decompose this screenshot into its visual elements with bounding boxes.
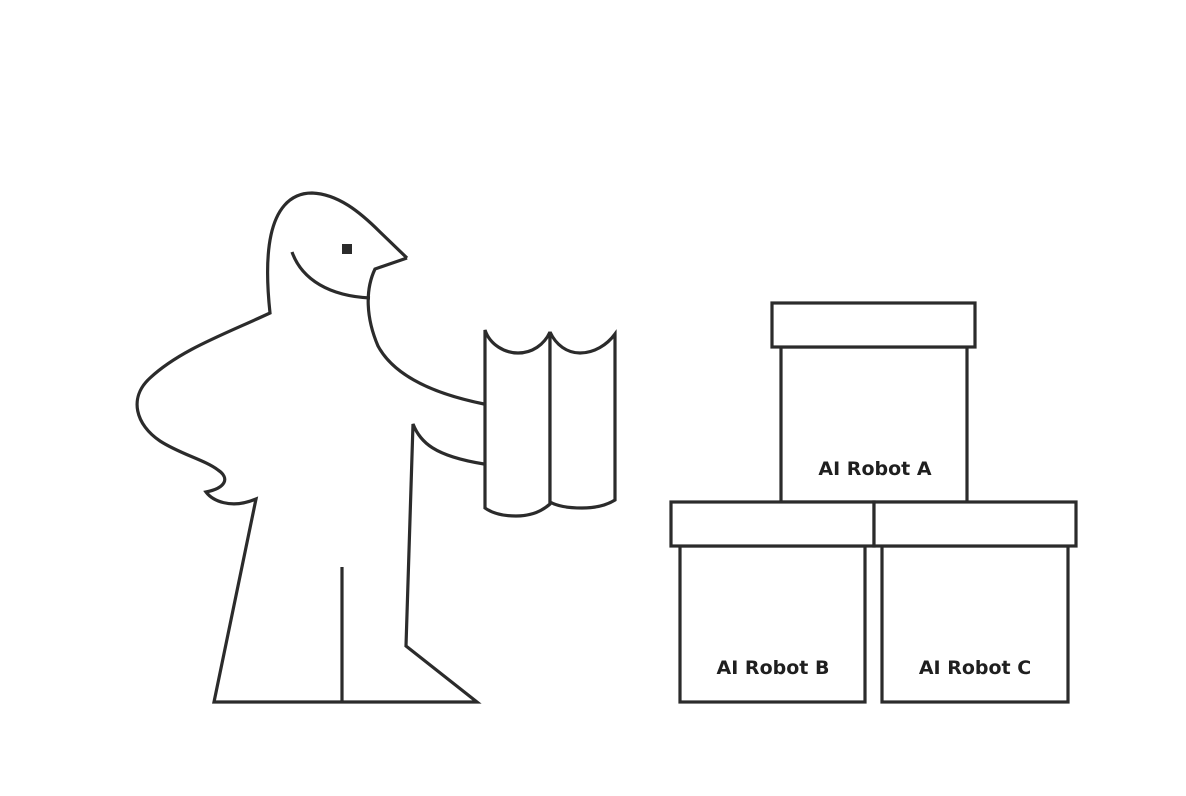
booklet-left-panel bbox=[483, 329, 552, 518]
instruction-booklet bbox=[483, 329, 617, 518]
box-c-label: AI Robot C bbox=[919, 657, 1031, 679]
box-b-lid bbox=[669, 500, 876, 548]
box-a-lid bbox=[770, 301, 977, 349]
booklet-right-panel bbox=[548, 329, 617, 510]
box-b-label: AI Robot B bbox=[717, 657, 830, 679]
box-ai-robot-b: AI Robot B bbox=[669, 500, 876, 704]
box-a-label: AI Robot A bbox=[818, 458, 931, 480]
person-outline-left bbox=[135, 191, 485, 704]
box-ai-robot-a: AI Robot A bbox=[770, 301, 977, 504]
person-figure bbox=[135, 191, 485, 704]
person-smile bbox=[290, 251, 371, 300]
person-eye bbox=[342, 244, 352, 254]
person-outline-face bbox=[366, 256, 485, 406]
box-ai-robot-c: AI Robot C bbox=[872, 500, 1078, 704]
box-c-lid bbox=[872, 500, 1078, 548]
box-b-body bbox=[678, 544, 867, 704]
